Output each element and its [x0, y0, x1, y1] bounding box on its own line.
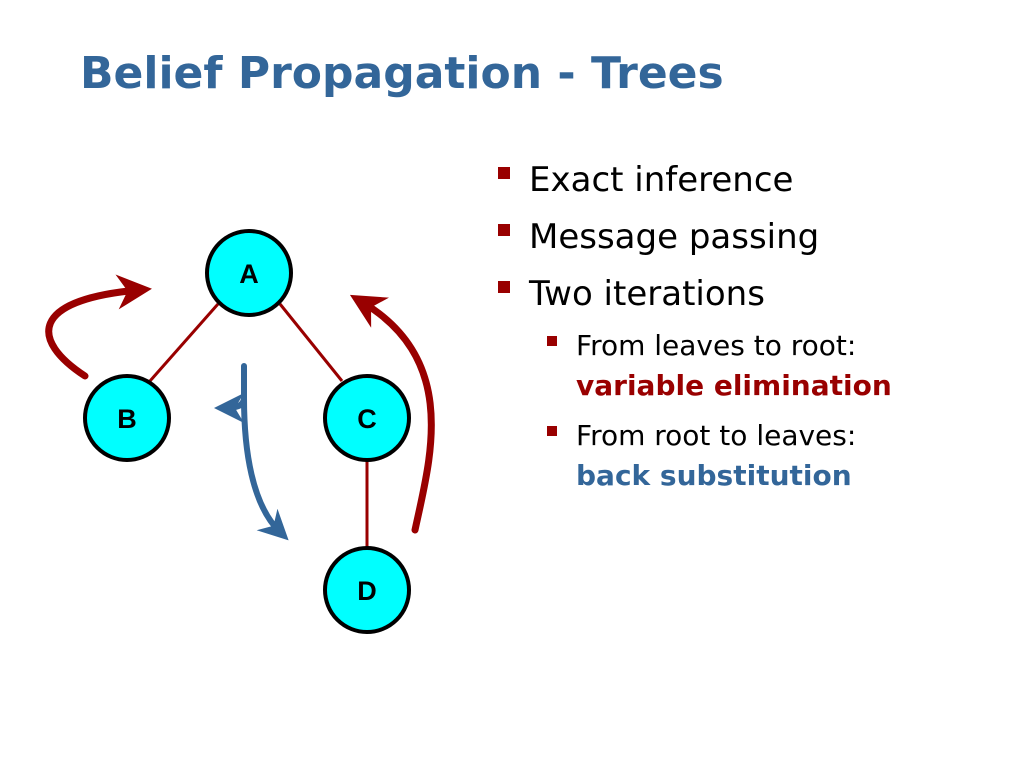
bullet-text: Exact inference	[529, 160, 794, 200]
sub-bullet-text: From root to leaves:	[576, 419, 857, 452]
square-bullet-icon	[547, 426, 557, 436]
node-b-label: B	[117, 404, 137, 434]
node-c-label: C	[357, 404, 377, 434]
arrow-d-to-a	[349, 294, 435, 534]
square-bullet-icon	[547, 336, 557, 346]
square-bullet-icon	[498, 281, 510, 293]
sub-bullet-text: From leaves to root:	[576, 329, 857, 362]
bullet-text: Message passing	[529, 217, 820, 257]
node-b: B	[83, 374, 171, 462]
bullet-item: Message passing	[496, 209, 1016, 266]
edge-a-b	[148, 303, 220, 382]
bullet-text: Two iterations	[529, 274, 765, 314]
node-a: A	[205, 229, 293, 317]
edge-a-c	[278, 303, 344, 382]
square-bullet-icon	[498, 167, 510, 179]
square-bullet-icon	[498, 224, 510, 236]
node-d: D	[323, 546, 411, 634]
node-a-label: A	[239, 259, 259, 289]
bullet-list: Exact inference Message passing Two iter…	[496, 152, 1016, 506]
sub-bullet-item: From leaves to root: variable eliminatio…	[496, 326, 1016, 406]
slide-title: Belief Propagation - Trees	[80, 48, 724, 99]
bullet-item: Two iterations	[496, 266, 1016, 323]
bullet-item: Exact inference	[496, 152, 1016, 209]
emphasis-variable-elimination: variable elimination	[576, 369, 892, 402]
sub-bullet-item: From root to leaves: back substitution	[496, 416, 1016, 496]
arrow-b-to-a	[45, 274, 152, 380]
node-c: C	[323, 374, 411, 462]
emphasis-back-substitution: back substitution	[576, 459, 852, 492]
node-d-label: D	[357, 576, 377, 606]
arrow-a-to-d	[241, 395, 289, 541]
